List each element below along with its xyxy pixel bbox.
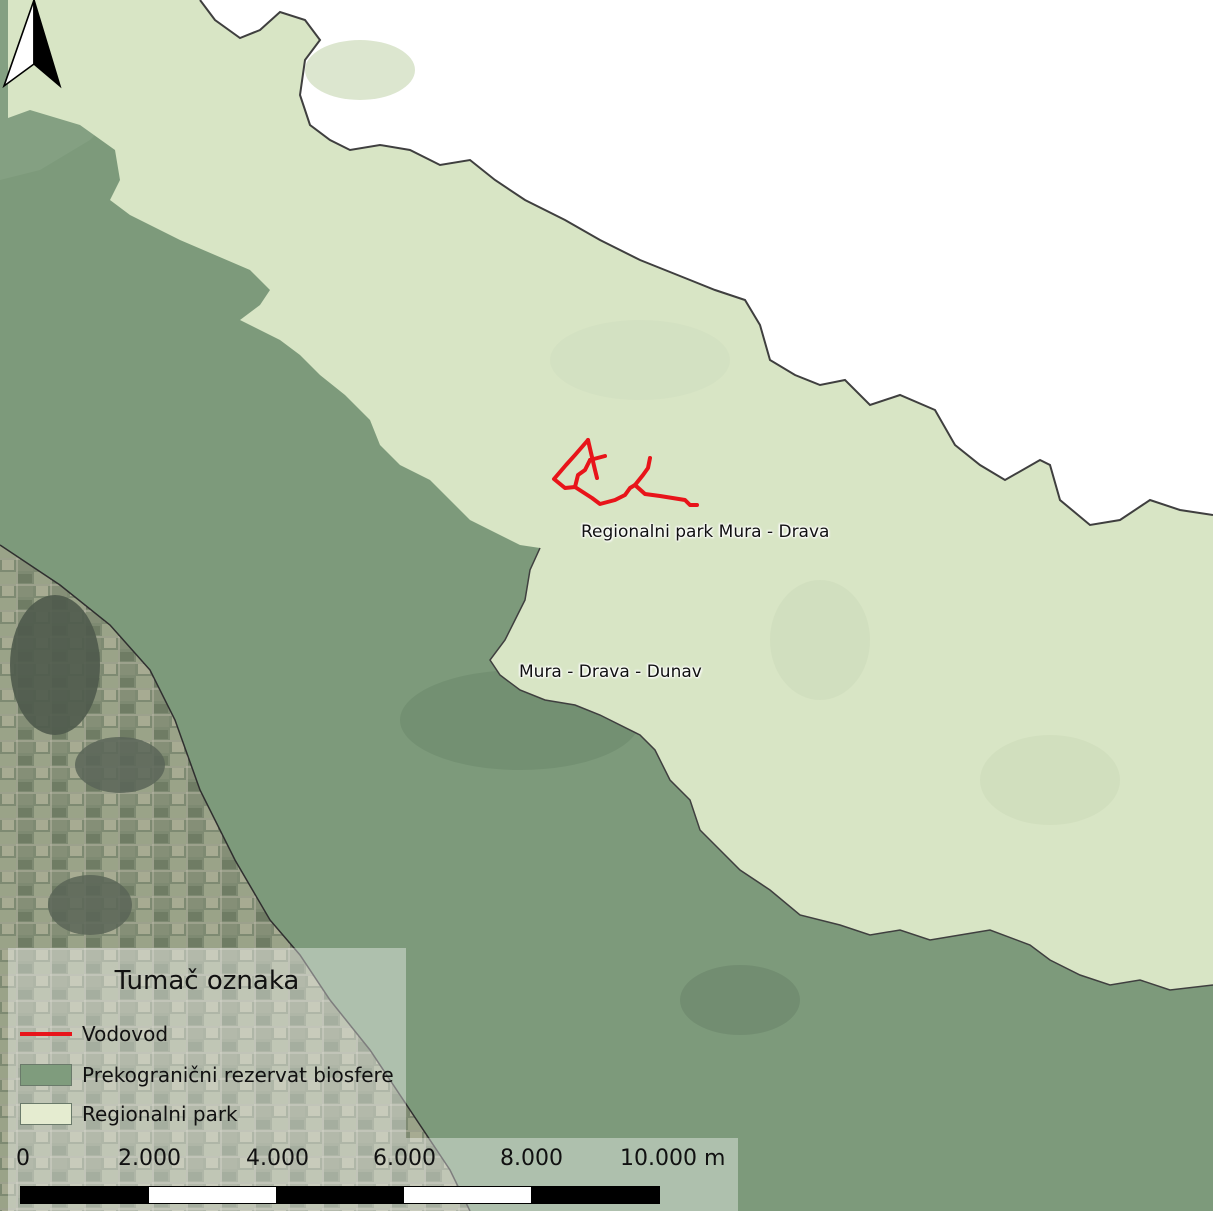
legend-item-biosphere: Prekogranični rezervat biosfere xyxy=(20,1061,394,1089)
scale-tick: 8.000 xyxy=(500,1146,563,1171)
regional-park-label: Regionalni park Mura - Drava xyxy=(581,522,830,542)
legend-item-label: Prekogranični rezervat biosfere xyxy=(82,1063,394,1087)
scale-bar: 0 2.000 4.000 6.000 8.000 10.000 m xyxy=(8,1138,738,1211)
state-border-line xyxy=(199,0,1213,527)
regional-park-area xyxy=(8,0,1213,990)
biosphere-label: Mura - Drava - Dunav xyxy=(519,662,702,682)
pipeline-line-symbol xyxy=(20,1032,72,1036)
map-legend: Tumač oznaka Vodovod Prekogranični rezer… xyxy=(8,948,406,1138)
legend-item-label: Vodovod xyxy=(82,1022,169,1046)
legend-item-label: Regionalni park xyxy=(82,1102,238,1126)
legend-title: Tumač oznaka xyxy=(114,966,300,996)
north-arrow-icon xyxy=(2,0,62,89)
scale-bar-segments xyxy=(20,1186,660,1204)
biosphere-fill-symbol xyxy=(20,1064,72,1086)
water-pipeline xyxy=(552,438,699,507)
outside-area xyxy=(200,0,1213,525)
scale-tick: 4.000 xyxy=(246,1146,309,1171)
scale-tick: 0 xyxy=(16,1146,30,1171)
regional-park-fill-symbol xyxy=(20,1103,72,1125)
biosphere-boundary-line xyxy=(0,544,471,1211)
scale-tick: 10.000 m xyxy=(620,1146,726,1171)
legend-item-vodovod: Vodovod xyxy=(20,1020,168,1048)
aerial-imagery xyxy=(0,545,470,1211)
scale-tick: 2.000 xyxy=(118,1146,181,1171)
legend-item-regional-park: Regionalni park xyxy=(20,1100,238,1128)
scale-tick: 6.000 xyxy=(373,1146,436,1171)
